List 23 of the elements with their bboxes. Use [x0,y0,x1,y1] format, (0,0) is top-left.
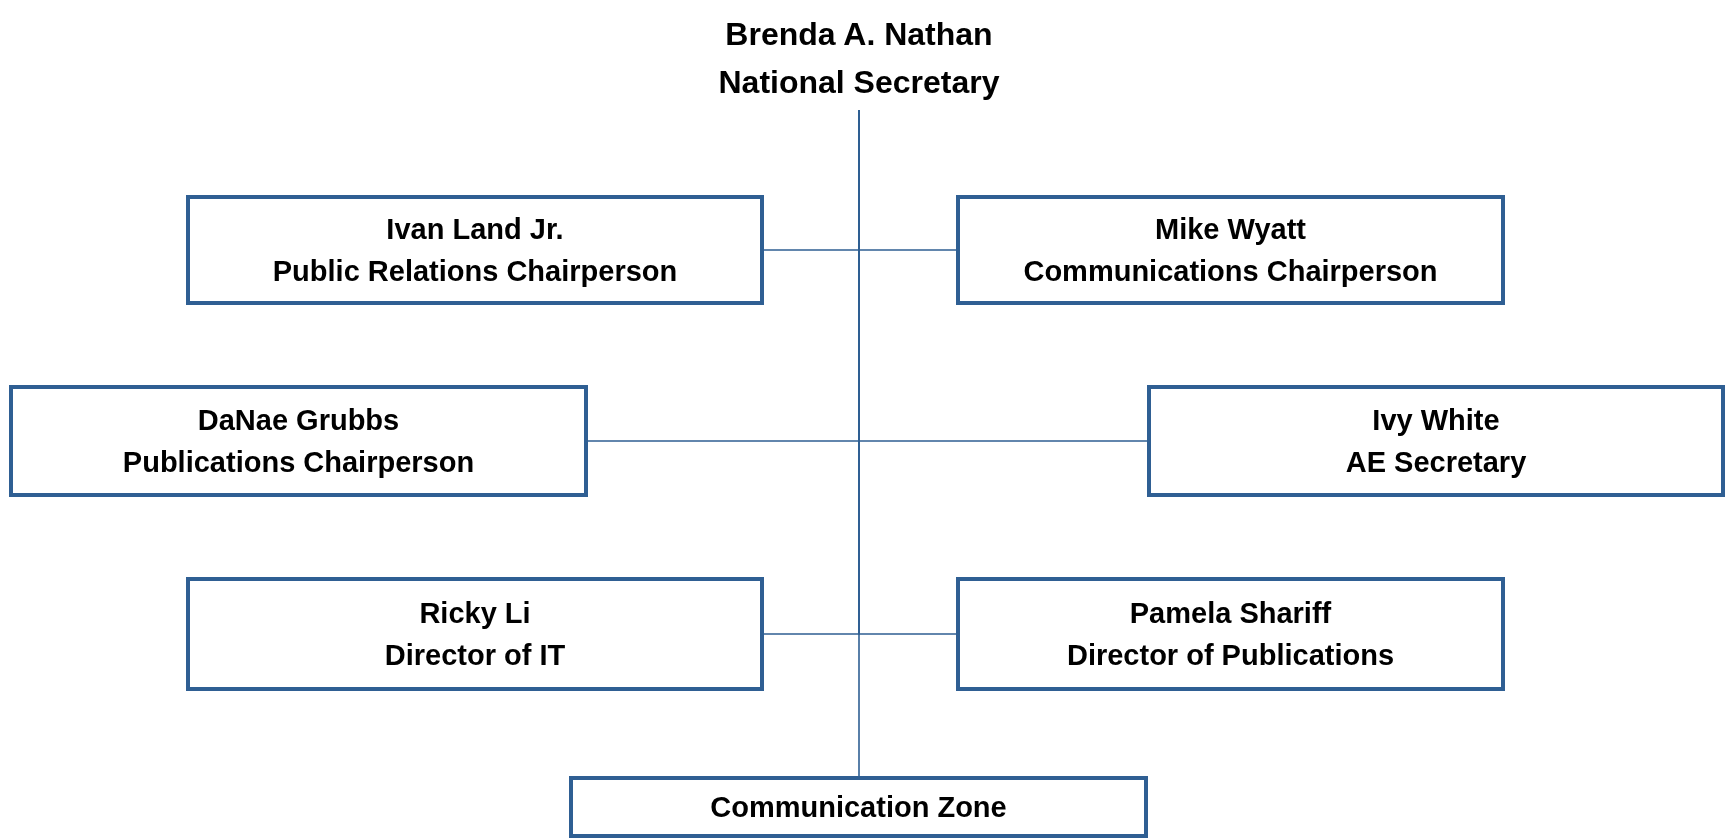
role-title: AE Secretary [1345,445,1527,480]
person-name: Ivan Land Jr. [386,211,564,247]
person-name: DaNae Grubbs [197,402,400,438]
role-box [1147,385,1725,497]
person-name: Communication Zone [710,789,1007,825]
connector-line [858,109,860,777]
role-title: Publications Chairperson [122,445,475,480]
role-title: National Secretary [718,62,1000,102]
person-name: Mike Wyatt [1155,211,1306,247]
role-title: Public Relations Chairperson [272,254,678,289]
role-box [956,577,1505,691]
person-name: Ricky Li [419,595,531,631]
role-title: Communications Chairperson [1023,254,1438,289]
role-title: Director of IT [384,638,566,673]
person-name: Ivy White [1372,402,1500,438]
role-box [569,776,1148,838]
role-box [186,195,764,305]
role-box [9,385,588,497]
role-box [956,195,1505,305]
person-name: Brenda A. Nathan [725,14,993,54]
role-box [186,577,764,691]
role-title: Director of Publications [1066,638,1395,673]
person-name: Pamela Shariff [1129,595,1332,631]
